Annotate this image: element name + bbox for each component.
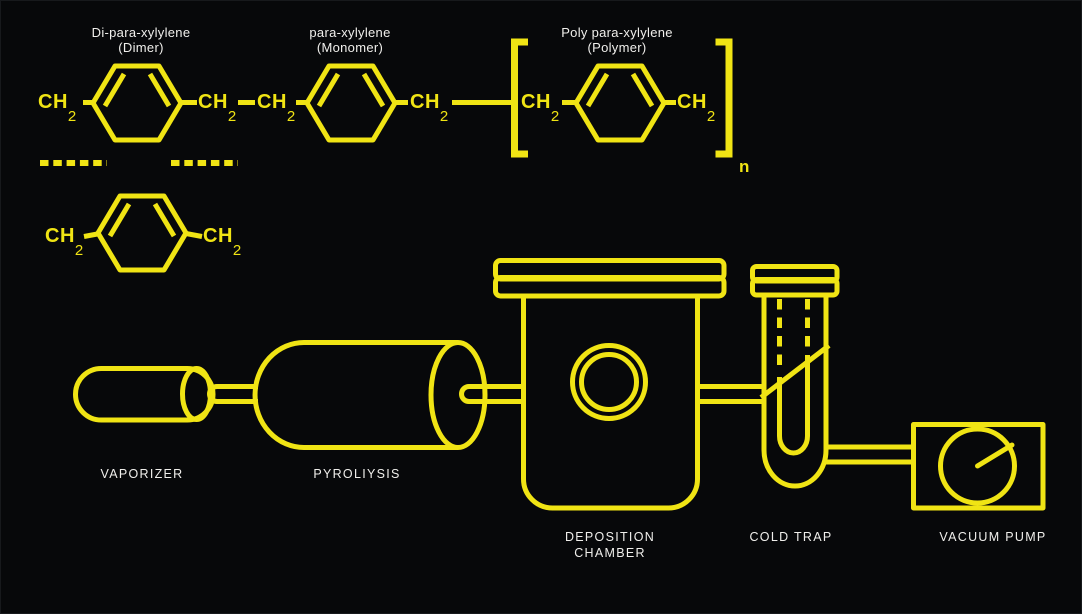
connector-tube <box>459 384 524 404</box>
right-bracket <box>715 38 733 158</box>
connector-tube <box>697 384 764 404</box>
left-bracket <box>511 38 528 158</box>
connector-tube <box>207 384 258 404</box>
chamber-body <box>521 296 700 511</box>
coolant-level-line <box>759 343 831 400</box>
equipment-cold-trap: COLD TRAP <box>749 264 915 544</box>
inner-u-tube <box>777 355 810 456</box>
molecule-polymer: Poly para-xylylene (Polymer) CH2 CH2 n <box>511 25 749 176</box>
dimer-subtitle: (Dimer) <box>118 40 163 55</box>
ch2-group: CH2 <box>257 91 295 125</box>
double-bond <box>585 72 610 108</box>
double-bond <box>147 72 172 108</box>
pump-gauge-dial <box>938 426 1017 506</box>
ch2-group: CH2 <box>38 91 76 125</box>
double-bond <box>152 202 177 238</box>
ch2-group: CH2 <box>198 91 236 125</box>
equipment-vaporizer: VAPORIZER <box>73 366 258 481</box>
vacuum-pump-label: VACUUM PUMP <box>939 530 1046 544</box>
bond <box>185 231 203 239</box>
double-bond <box>102 72 127 108</box>
repeat-subscript-n: n <box>739 157 749 176</box>
ch2-group: CH2 <box>45 225 83 259</box>
porthole-outer <box>570 343 648 421</box>
vaporizer-label: VAPORIZER <box>100 467 183 481</box>
pyrolysis-end-cap <box>428 340 488 450</box>
vaporizer-body <box>73 366 216 423</box>
molecule-dimer: Di-para-xylylene (Dimer) CH2 CH2 CH2 <box>38 25 295 166</box>
monomer-subtitle: (Monomer) <box>317 40 383 55</box>
ch2-group: CH2 <box>677 91 715 125</box>
polymer-title: Poly para-xylylene <box>561 25 673 40</box>
equipment-deposition-chamber: DEPOSITION CHAMBER <box>493 258 764 560</box>
equipment-pyrolysis: PYROLIYSIS <box>252 340 524 481</box>
double-bond <box>630 72 655 108</box>
connector-tube <box>826 444 915 465</box>
monomer-title: para-xylylene <box>309 25 390 40</box>
ch2-group: CH2 <box>410 91 448 125</box>
ch2-group: CH2 <box>521 91 559 125</box>
benzene-ring <box>573 63 667 143</box>
deposition-chamber-label-line2: CHAMBER <box>574 546 646 560</box>
cold-trap-label: COLD TRAP <box>749 530 832 544</box>
double-bond <box>361 72 386 108</box>
porthole-inner <box>579 352 639 412</box>
pump-housing <box>911 422 1046 511</box>
cold-trap-outer-tube <box>761 294 829 489</box>
equipment-vacuum-pump: VACUUM PUMP <box>911 422 1046 544</box>
benzene-ring <box>304 63 398 143</box>
ch2-group: CH2 <box>203 225 241 259</box>
vaporizer-end-cap <box>180 366 213 422</box>
pyrolysis-label: PYROLIYSIS <box>313 467 400 481</box>
double-bond <box>316 72 341 108</box>
benzene-ring <box>90 63 184 143</box>
pyrolysis-body <box>252 340 458 450</box>
pump-gauge-needle <box>975 442 1015 469</box>
benzene-ring <box>95 193 189 273</box>
molecule-monomer: para-xylylene (Monomer) CH2 <box>296 25 513 143</box>
ring-outline <box>95 193 189 273</box>
deposition-chamber-label-line1: DEPOSITION <box>565 530 655 544</box>
polymer-subtitle: (Polymer) <box>587 40 646 55</box>
molecule-fragment: CH2 CH2 <box>45 193 241 273</box>
dimer-title: Di-para-xylylene <box>92 25 191 40</box>
chamber-lid-bottom <box>493 275 727 299</box>
double-bond <box>107 202 132 238</box>
cold-trap-cap-bottom <box>750 277 840 298</box>
